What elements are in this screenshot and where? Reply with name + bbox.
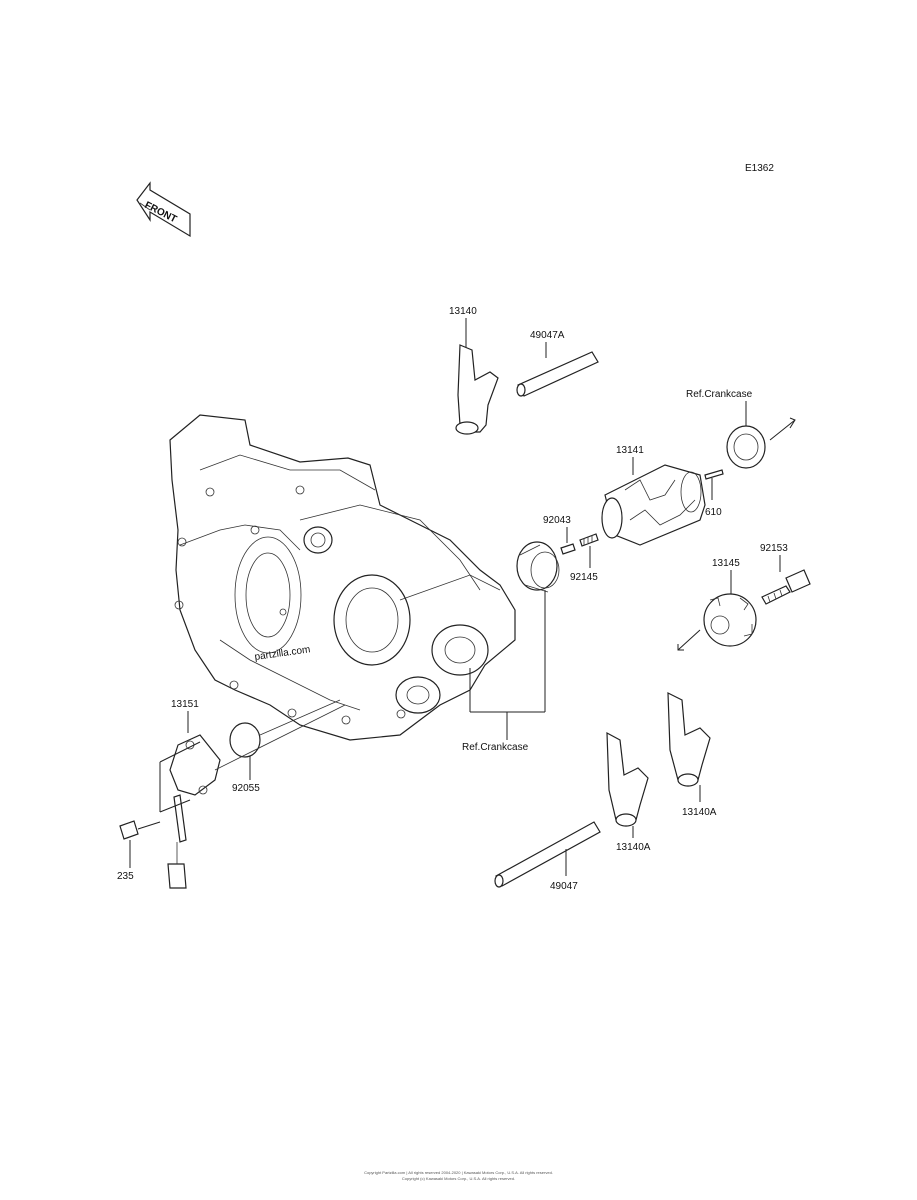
label-13145: 13145 xyxy=(712,558,740,569)
shift-fork-13140A-left: 13140A xyxy=(606,731,651,853)
cam-13145: 13145 xyxy=(677,558,757,651)
front-arrow-icon: FRONT xyxy=(136,181,191,238)
pin-610: 610 xyxy=(704,469,724,518)
label-13140A-left: 13140A xyxy=(616,842,651,853)
bolt-92153: 92153 xyxy=(760,543,811,605)
bearing-ref-crankcase-bottom xyxy=(516,541,560,593)
label-ref-crankcase-top: Ref.Crankcase xyxy=(686,389,753,400)
shift-fork-13140A-right: 13140A xyxy=(667,692,717,818)
shaft-49047A: 49047A xyxy=(516,330,599,397)
bearing-ref-crankcase-top: Ref.Crankcase xyxy=(686,389,796,469)
label-49047: 49047 xyxy=(550,881,578,892)
shaft-49047: 49047 xyxy=(494,821,601,892)
label-92043: 92043 xyxy=(543,515,571,526)
label-13141: 13141 xyxy=(616,445,644,456)
shift-drum-13141: 13141 xyxy=(601,445,706,546)
label-13140A-right: 13140A xyxy=(682,807,717,818)
label-235: 235 xyxy=(117,871,134,882)
crankcase: partzilla.com xyxy=(169,414,516,741)
oring-92055: 92055 xyxy=(214,699,346,794)
label-610: 610 xyxy=(705,507,722,518)
bolt-235: 235 xyxy=(117,820,161,882)
shift-fork-13140: 13140 xyxy=(449,306,499,435)
label-ref-crankcase-bottom: Ref.Crankcase xyxy=(462,742,529,753)
ref-crankcase-bracket: Ref.Crankcase xyxy=(462,590,546,753)
label-13140: 13140 xyxy=(449,306,477,317)
spring-92145: 92145 xyxy=(570,533,599,583)
diagram-code: E1362 xyxy=(745,163,774,174)
label-49047A: 49047A xyxy=(530,330,565,341)
label-92153: 92153 xyxy=(760,543,788,554)
label-92145: 92145 xyxy=(570,572,598,583)
label-13151: 13151 xyxy=(171,699,199,710)
sensor-13151: 13151 xyxy=(159,699,221,889)
pin-92043: 92043 xyxy=(543,515,576,555)
label-92055: 92055 xyxy=(232,783,260,794)
footer-line-1: Copyright Partzilla.com | All rights res… xyxy=(364,1170,553,1175)
footer-line-2: Copyright (c) Kawasaki Motors Corp., U.S… xyxy=(401,1176,516,1181)
